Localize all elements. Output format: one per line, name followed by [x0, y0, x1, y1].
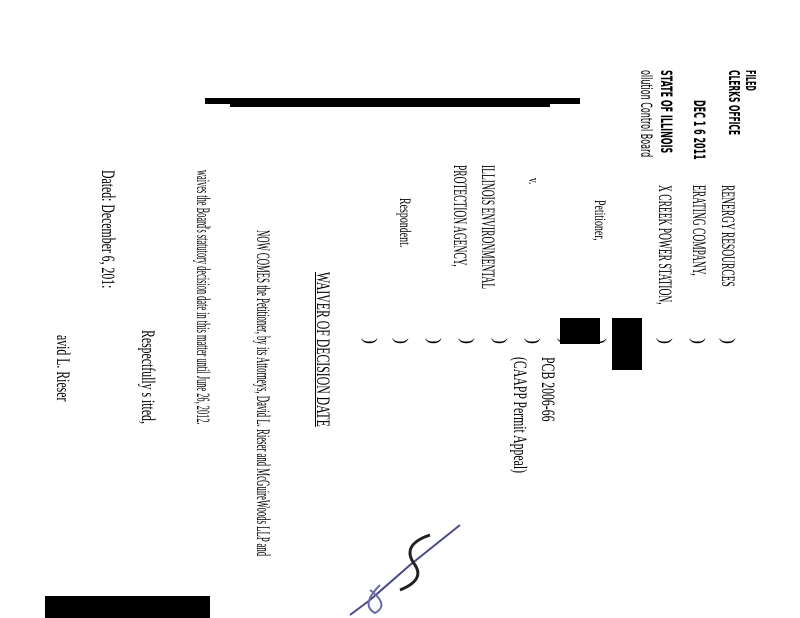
caption-divider: ): [689, 338, 709, 344]
stamp-filed: FILED: [742, 70, 757, 91]
signature-mark: [349, 524, 461, 616]
petitioner-role: Petitioner,: [591, 200, 608, 241]
caption-divider: ): [361, 338, 381, 344]
petitioner-line: RENERGY RESOURCES: [717, 185, 738, 287]
scan-artifact-bar: [230, 104, 550, 107]
caption-divider: ): [392, 338, 412, 344]
scan-artifact-blob: [560, 318, 600, 344]
stamp-board: ollution Control Board: [637, 70, 656, 158]
caption-divider: ): [425, 338, 445, 344]
closing: Respectfully s itted,: [137, 330, 158, 424]
respondent-line: PROTECTION AGENCY,: [449, 165, 470, 267]
case-type: (CAAPP Permit Appeal): [509, 357, 530, 474]
dated-line: Dated: December 6, 201:: [97, 170, 118, 289]
body-line: NOW COMES the Petitioner, by its Attorne…: [252, 230, 273, 557]
caption-divider: ): [458, 338, 478, 344]
respondent-line: ILLINOIS ENVIRONMENTAL: [477, 165, 498, 290]
petitioner-line: X CREEK POWER STATION,: [654, 185, 675, 305]
scan-artifact-footer: [45, 596, 210, 618]
case-number: PCB 2006-66: [537, 357, 558, 422]
stamp-date: DEC 1 6 2011: [690, 100, 709, 160]
petitioner-line: ERATING COMPANY,: [688, 185, 709, 276]
versus: v.: [525, 178, 541, 185]
document-title: WAIVER OF DECISION DATE: [312, 272, 333, 427]
caption-divider: ): [491, 338, 511, 344]
stamp-state: STATE OF ILLINOIS: [657, 70, 676, 154]
caption-divider: ): [656, 338, 676, 344]
respondent-role: Respondent.: [396, 198, 413, 248]
body-line: waives the Board's statutory decision da…: [192, 170, 213, 425]
stamp-office: CLERKS OFFICE: [725, 70, 743, 136]
scan-artifact-bar: [205, 98, 580, 104]
signer-name: avid L. Rieser: [52, 335, 73, 402]
caption-divider: ): [524, 338, 544, 344]
scan-artifact-blob: [612, 318, 642, 370]
caption-divider: ): [719, 338, 739, 344]
